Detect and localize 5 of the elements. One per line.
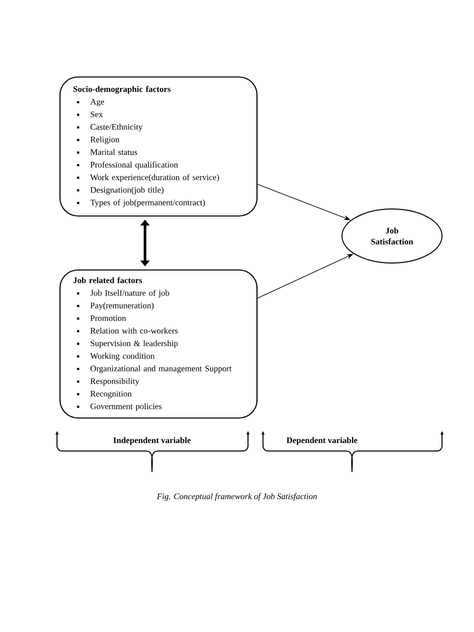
brace-label: Independent variable bbox=[113, 437, 191, 445]
caption: Fig. Conceptual framework of Job Satisfaction bbox=[156, 493, 317, 501]
factor-box: Socio-demographic factors Age Sex Caste/Ethnicity Religion Marital status Professional qualification Work experience(duration of service) Designation(job title) Types of job(permanent/contract) bbox=[59, 76, 258, 217]
brace-label: Dependent variable bbox=[286, 437, 358, 445]
factor-box: Job related factors Job Itself/nature of job Pay(remuneration) Promotion Relation with co-workers Supervision & leadership Working condition Organizational and management Support Responsibility Recognition Government policies bbox=[59, 269, 258, 419]
